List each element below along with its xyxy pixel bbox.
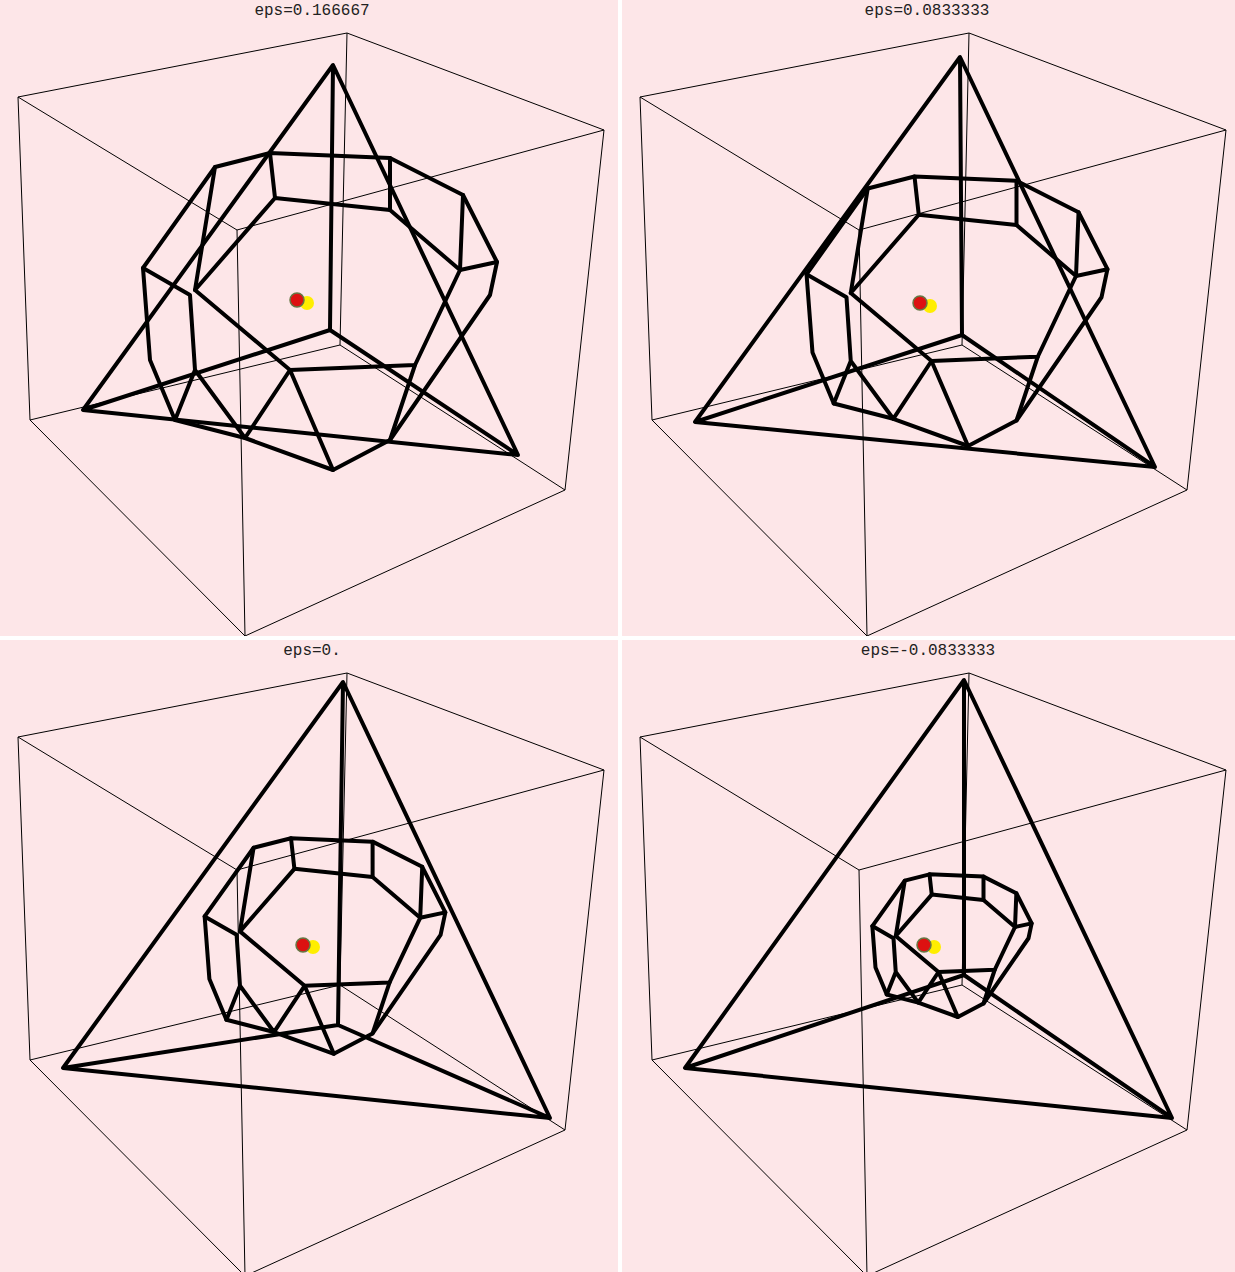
panel-title: eps=-0.0833333 <box>859 642 997 660</box>
panel-title: eps=0. <box>281 642 343 660</box>
wireframe-plot <box>0 0 618 636</box>
panel-title: eps=0.166667 <box>252 2 371 20</box>
panel-title: eps=0.0833333 <box>863 2 992 20</box>
plot-panel: eps=0.0833333 <box>622 0 1235 636</box>
plot-panel: eps=0. <box>0 640 618 1272</box>
wireframe-plot <box>0 640 618 1272</box>
wireframe-plot <box>622 640 1235 1272</box>
plot-panel: eps=-0.0833333 <box>622 640 1235 1272</box>
plot-panel: eps=0.166667 <box>0 0 618 636</box>
wireframe-plot <box>622 0 1235 636</box>
